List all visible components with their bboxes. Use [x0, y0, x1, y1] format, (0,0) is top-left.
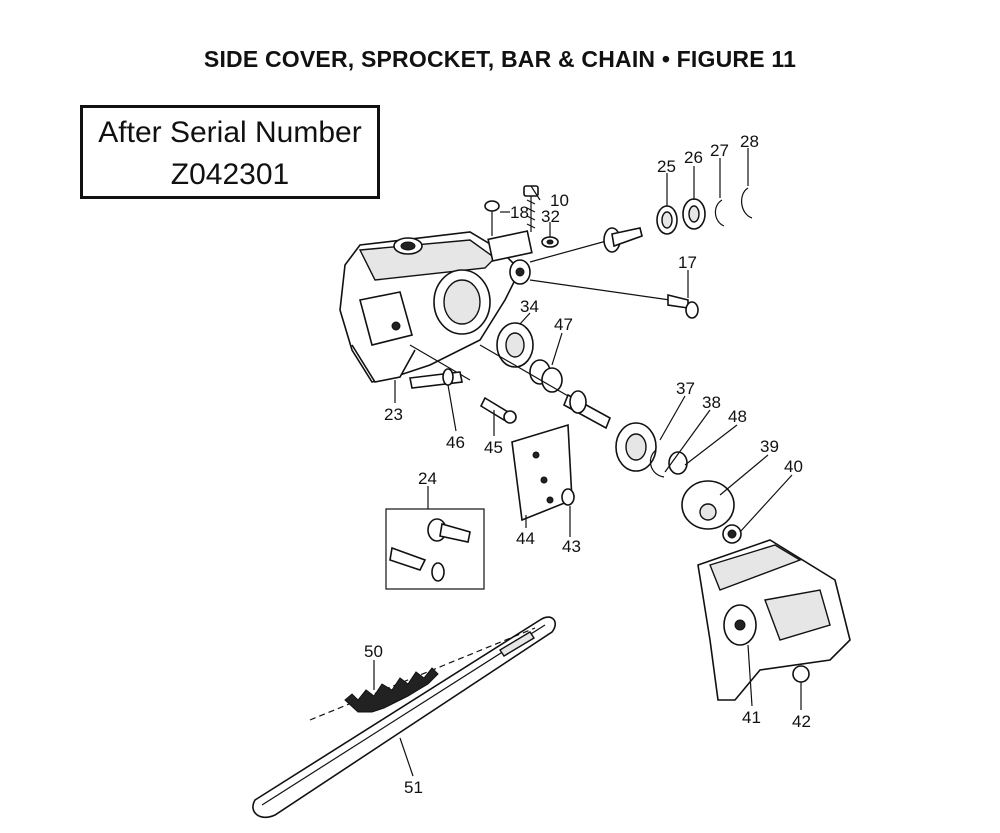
sprocket-39	[681, 480, 735, 530]
output-shaft	[479, 344, 612, 430]
callout-23: 23	[384, 405, 403, 424]
screw-43	[561, 488, 575, 506]
callout-25: 25	[657, 157, 676, 176]
bearing-34	[496, 322, 534, 368]
bearing-25	[656, 205, 678, 235]
screw-18	[484, 200, 500, 236]
callout-38: 38	[702, 393, 721, 412]
leader-lines	[373, 148, 802, 777]
chain-cover-41	[697, 539, 851, 701]
nut-42	[792, 665, 810, 683]
nut-40	[722, 524, 742, 544]
stud-46	[409, 344, 471, 389]
callout-17: 17	[678, 253, 697, 272]
callout-39: 39	[760, 437, 779, 456]
gear-housing	[339, 230, 533, 383]
callout-50: 50	[364, 642, 383, 661]
callout-32: 32	[541, 207, 560, 226]
input-shaft	[529, 227, 643, 263]
ring-38	[649, 449, 665, 478]
figure-title: SIDE COVER, SPROCKET, BAR & CHAIN • FIGU…	[203, 46, 797, 72]
callout-28: 28	[740, 132, 759, 151]
serial-number: Z042301	[170, 158, 290, 191]
callout-48: 48	[728, 407, 747, 426]
callout-34: 34	[520, 297, 539, 316]
washer-32	[541, 236, 559, 248]
pin-45	[479, 396, 517, 424]
callout-47: 47	[554, 315, 573, 334]
guide-bar-51	[252, 616, 556, 819]
callout-42: 42	[792, 712, 811, 731]
callout-46: 46	[446, 433, 465, 452]
callout-labels: 10 18 32 25 26 27 28 17 34 47 23 46 45 3…	[364, 132, 811, 797]
snap-ring-28	[741, 187, 753, 219]
callout-44: 44	[516, 529, 535, 548]
serial-label: After Serial Number	[98, 116, 362, 149]
saw-chain-50	[344, 667, 439, 713]
callout-51: 51	[404, 778, 423, 797]
callout-41: 41	[742, 708, 761, 727]
callout-40: 40	[784, 457, 803, 476]
callout-43: 43	[562, 537, 581, 556]
spacer-47	[529, 359, 563, 393]
callout-26: 26	[684, 148, 703, 167]
callout-24: 24	[418, 469, 437, 488]
inset-part-24	[385, 508, 485, 590]
callout-27: 27	[710, 141, 729, 160]
bolt-17	[529, 279, 699, 319]
serial-number-box: After Serial Number Z042301	[80, 105, 380, 199]
snap-ring-27	[714, 199, 725, 227]
callout-45: 45	[484, 438, 503, 457]
callout-18: 18	[510, 203, 529, 222]
callout-10: 10	[550, 191, 569, 210]
sprocket-37	[615, 422, 657, 472]
bearing-26	[682, 198, 706, 230]
callout-37: 37	[676, 379, 695, 398]
guide-plate-44	[511, 423, 573, 522]
